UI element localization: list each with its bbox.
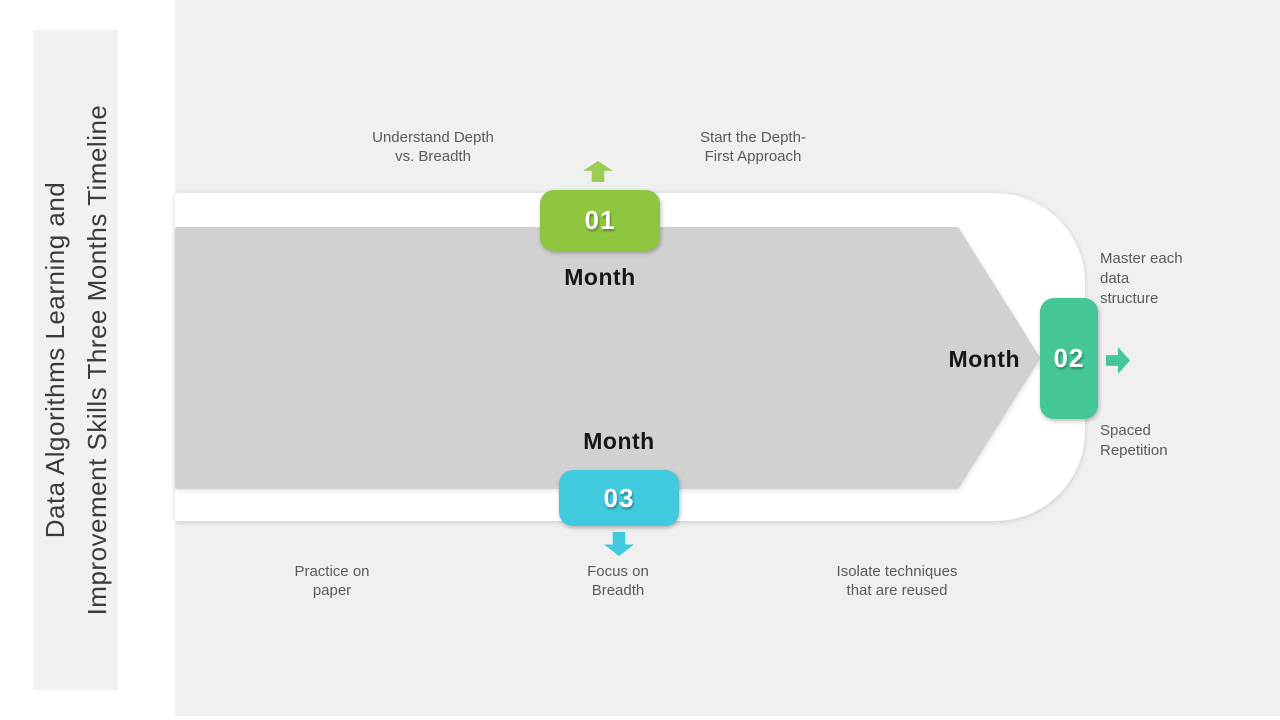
month-01-badge: 01 [540, 190, 660, 251]
slide-title-box: Data Algorithms Learning and Improvement… [33, 30, 118, 690]
note-understand-depth: Understand Depth vs. Breadth [372, 129, 494, 165]
slide-title-line-1: Data Algorithms Learning and [39, 181, 70, 539]
note-isolate-techniques: Isolate techniques that are reused [836, 563, 958, 599]
timeline-arrow [175, 227, 1040, 489]
month-02-number: 02 [1053, 343, 1085, 373]
month-02-label: Month [948, 346, 1020, 372]
slide-title-line-2: Improvement Skills Three Months Timeline [81, 104, 112, 616]
month-03-badge: 03 [559, 470, 679, 526]
month-03-number: 03 [603, 482, 635, 513]
timeline-arrow-shape [175, 227, 1040, 489]
month-01-label: Month [564, 264, 636, 290]
note-spaced-repetition: Spaced Repetition [1100, 422, 1168, 459]
note-master-data-structure: Master each data structure [1100, 250, 1183, 307]
month-03-label: Month [583, 428, 655, 454]
note-practice-on-paper: Practice on paper [294, 563, 370, 599]
month-02-badge: 02 [1040, 298, 1098, 419]
note-focus-on-breadth: Focus on Breadth [587, 563, 649, 599]
slide-title: Data Algorithms Learning and Improvement… [34, 15, 118, 705]
note-start-depth-first: Start the Depth- First Approach [700, 129, 806, 165]
month-01-number: 01 [584, 205, 616, 235]
